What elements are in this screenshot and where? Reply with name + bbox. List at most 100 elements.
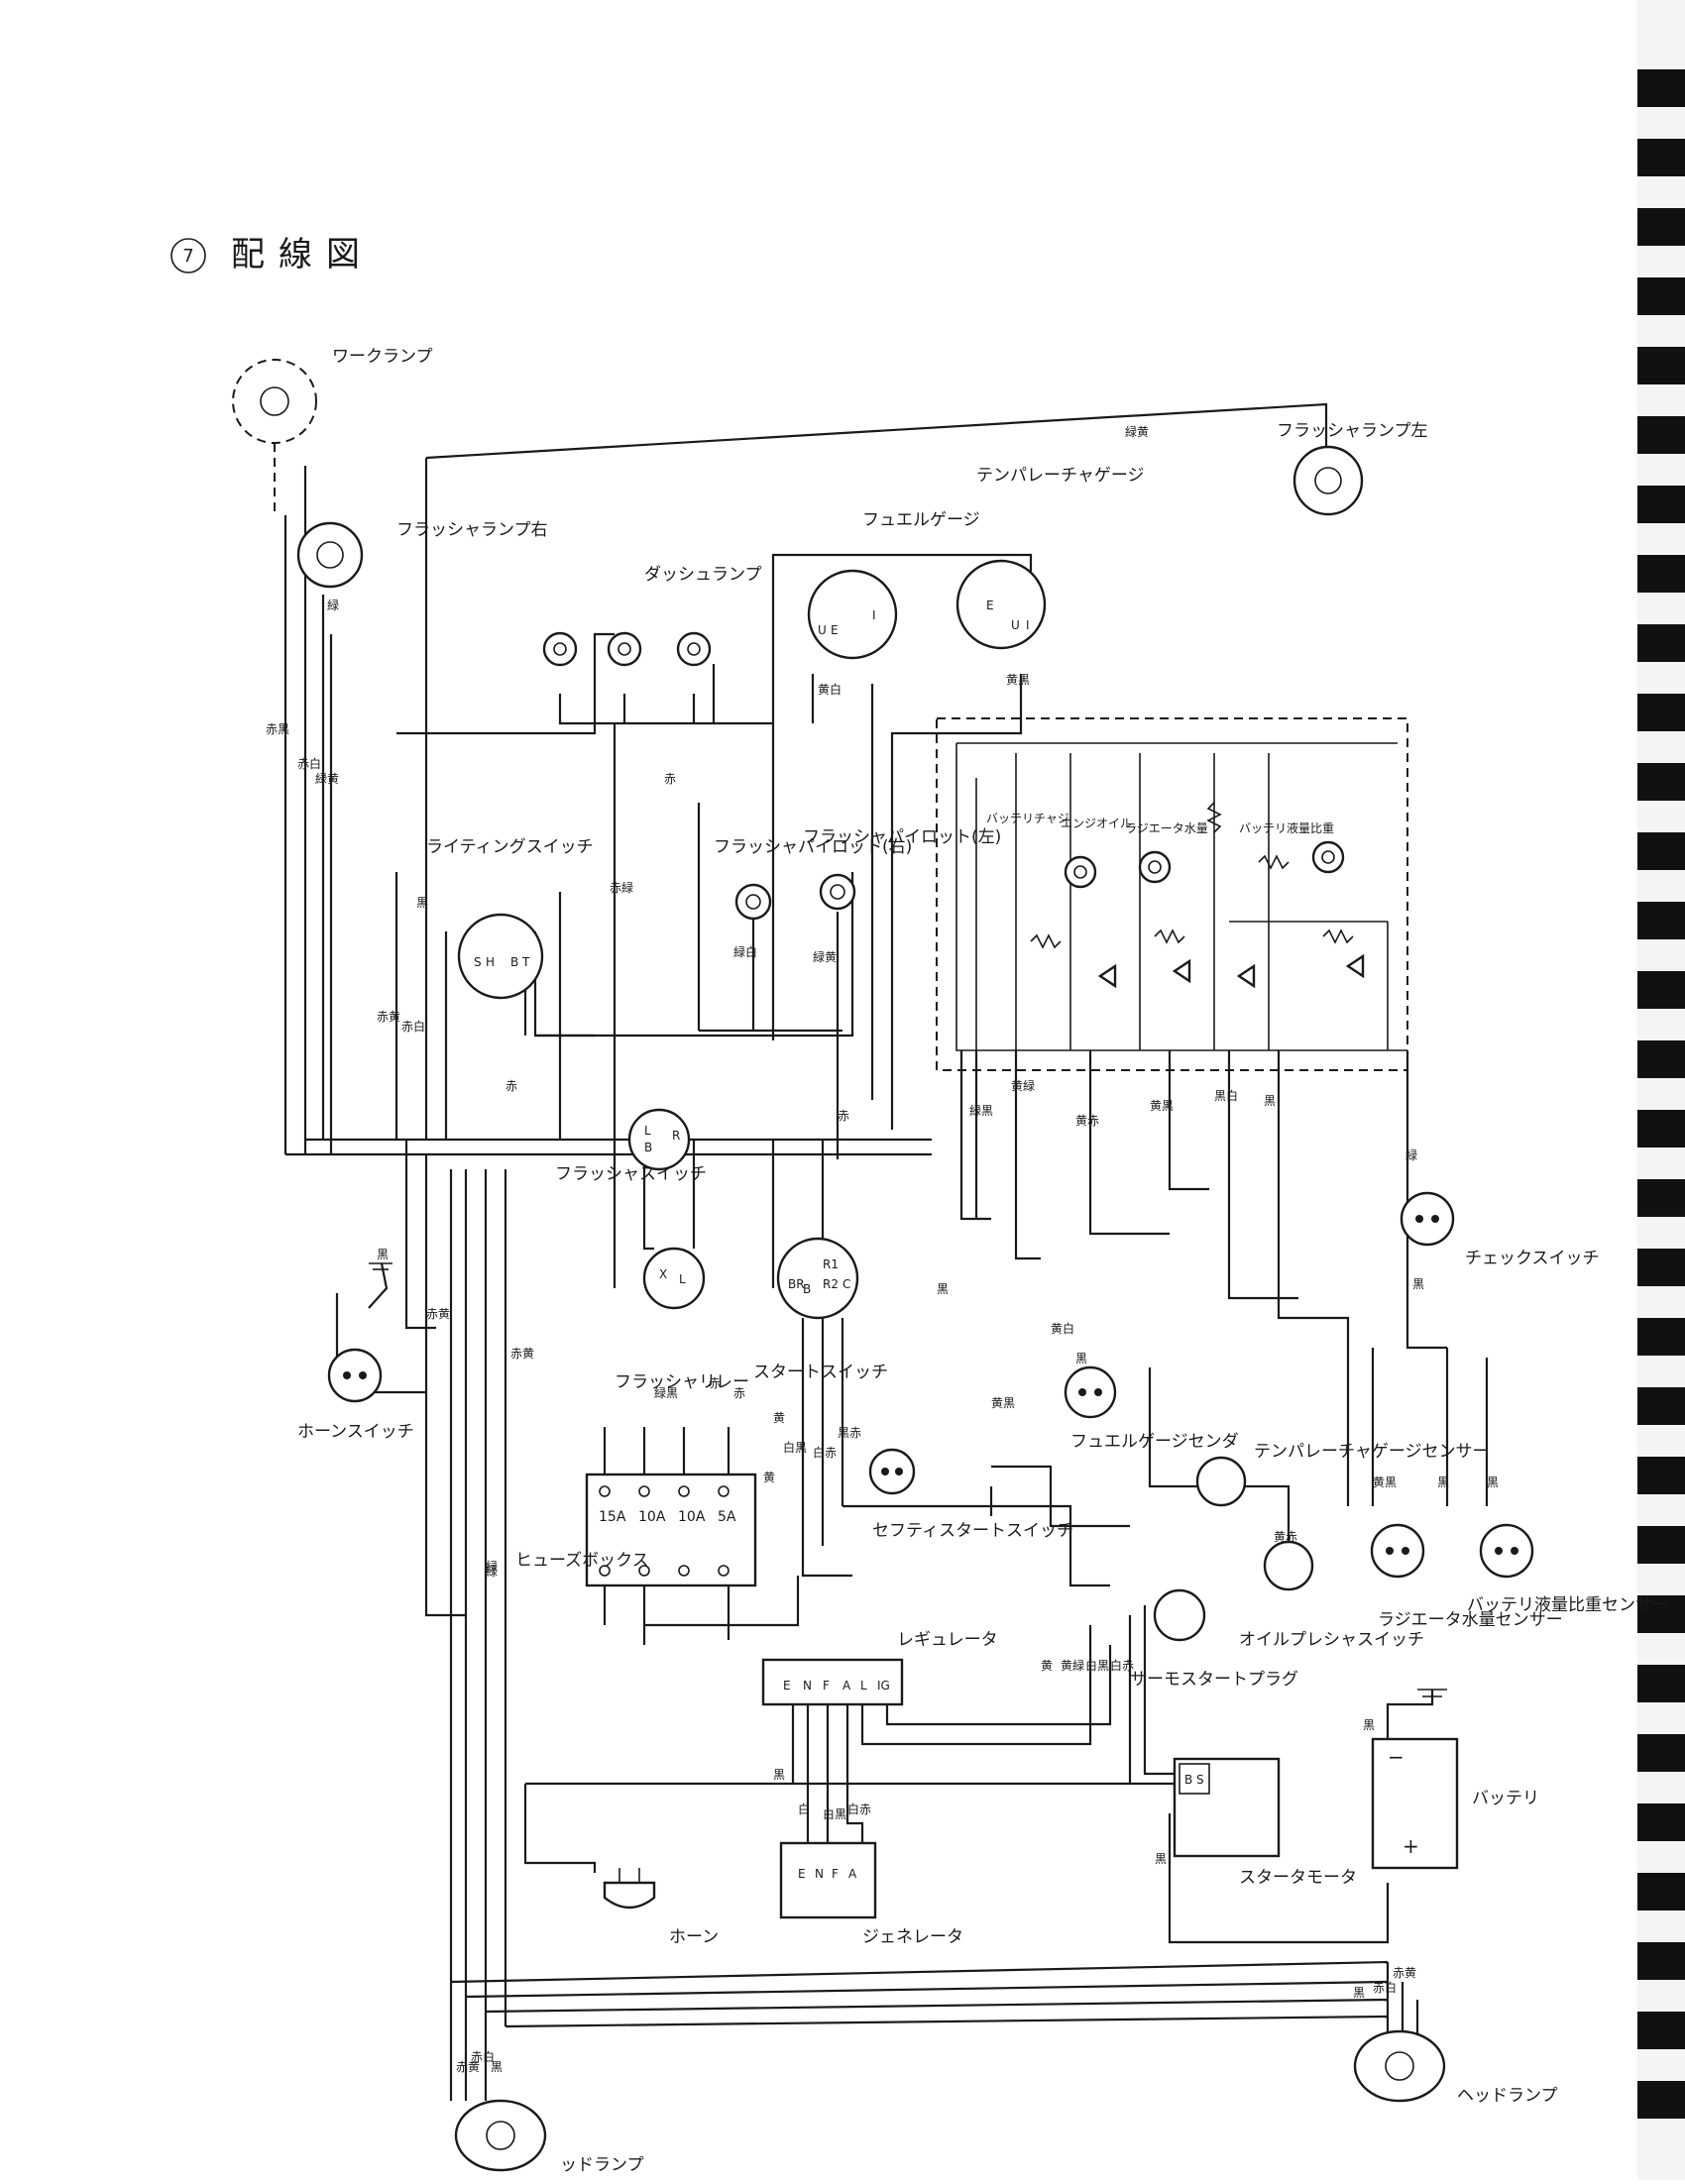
flasher-switch-pin-r: R xyxy=(672,1129,680,1143)
wire-label: 黄黒 xyxy=(1006,673,1030,687)
wire-label: 緑 xyxy=(327,598,339,612)
wire-label: 緑白 xyxy=(733,944,757,959)
fuse-terminal xyxy=(678,1565,690,1577)
wire-label: 白赤 xyxy=(847,1802,871,1816)
fuel-gauge: U E I フュエルゲージ xyxy=(807,510,980,660)
wire-label: 赤 xyxy=(838,1109,849,1123)
generator-pin-a: A xyxy=(848,1867,857,1881)
temperature-gauge-sensor: テンパレーチャゲージセンサー xyxy=(1195,1442,1490,1507)
binder-hole xyxy=(1637,694,1685,731)
wire-label: 緑 xyxy=(1405,1147,1417,1162)
temp-gauge-pin-i: I xyxy=(1026,618,1030,632)
temperature-gauge: E U I テンパレーチャゲージ xyxy=(955,466,1145,650)
wire-label: 赤黄 xyxy=(426,1307,450,1321)
safety-start-switch-label: セフティスタートスイッチ xyxy=(872,1521,1073,1541)
wire-label: 白赤 xyxy=(813,1445,837,1460)
wire-label: 緑 xyxy=(486,1559,498,1574)
wire-label: 赤白 xyxy=(297,756,321,771)
wire-label: 黒 xyxy=(491,2060,503,2074)
wire-label: 白赤 xyxy=(1110,1658,1134,1673)
wire-label: 赤緑 xyxy=(610,880,633,895)
wire-label: 赤 xyxy=(709,1376,721,1390)
fuel-gauge-pin-u: U xyxy=(818,623,827,637)
battery-electrolyte-sensor-label: バッテリ液量比重センサー xyxy=(1467,1595,1669,1615)
fuse-box-label: ヒューズボックス xyxy=(515,1551,649,1571)
binder-hole xyxy=(1637,1457,1685,1494)
binder-hole xyxy=(1637,208,1685,246)
horn-switch: ホーンスイッチ xyxy=(297,1262,414,1442)
lighting-switch: S H B T ライティングスイッチ xyxy=(426,837,594,1000)
fuel-gauge-pin-e: E xyxy=(831,623,839,637)
binder-hole xyxy=(1637,1040,1685,1078)
horn-switch-label: ホーンスイッチ xyxy=(297,1422,414,1442)
wire-label: 黒 xyxy=(1075,1352,1087,1365)
wire-label: 緑黒 xyxy=(969,1103,993,1118)
warning-lamps: バッテリチャジ エンジオイル ラジエータ水量 バッテリ液量比重 xyxy=(986,802,1365,989)
binder-hole xyxy=(1637,1249,1685,1286)
generator-pin-e: E xyxy=(798,1867,806,1881)
flasher-lamp-left-label: フラッシャランプ左 xyxy=(1277,421,1428,441)
wire-label: 緑黄 xyxy=(813,949,837,964)
binder-hole xyxy=(1637,1526,1685,1564)
fuse-rating: 5A xyxy=(718,1509,736,1525)
binder-hole xyxy=(1637,902,1685,939)
section-marker-circle xyxy=(170,238,206,273)
wire-label: 黄 xyxy=(773,1411,785,1425)
lighting-switch-label: ライティングスイッチ xyxy=(426,837,594,857)
flasher-lamp-right-label: フラッシャランプ右 xyxy=(396,520,548,540)
wire-label: 黒 xyxy=(1155,1852,1167,1866)
lighting-switch-pin-s: S xyxy=(474,955,482,969)
regulator-pin-e: E xyxy=(783,1679,791,1693)
flasher-pilot-left-label: フラッシャパイロット(左) xyxy=(803,827,1001,847)
fuel-gauge-pin-i: I xyxy=(872,608,876,622)
flasher-relay-pin-x: X xyxy=(659,1267,667,1281)
start-switch-pin-br: BR xyxy=(788,1277,805,1291)
regulator-pin-ig: IG xyxy=(877,1679,890,1693)
wire-label: 黒白 xyxy=(1214,1088,1238,1103)
head-lamp-right: ヘッドランプ xyxy=(1353,2029,1558,2106)
temp-gauge-pin-e: E xyxy=(986,599,994,612)
wire-label: 黄白 xyxy=(818,682,842,697)
horn-label: ホーン xyxy=(669,1927,719,1947)
wire-label: 黒 xyxy=(377,1248,389,1261)
wire-label: 緑黒 xyxy=(654,1385,678,1400)
section-marker: 7 xyxy=(182,246,193,267)
wire-label: 緑 xyxy=(486,1564,498,1579)
battery-label: バッテリ xyxy=(1472,1789,1539,1808)
flasher-switch: L B R フラッシャスイッチ xyxy=(555,1108,707,1184)
warning-panel-box xyxy=(936,717,1408,1071)
start-switch-pin-r2: R2 xyxy=(823,1277,839,1291)
binder-hole xyxy=(1637,2012,1685,2049)
thermo-start-plug-label: サーモスタートプラグ xyxy=(1130,1670,1298,1690)
wire-label: 黄白 xyxy=(1051,1321,1074,1336)
wire-label: 緑黄 xyxy=(1125,424,1149,439)
wire-label: 黒赤 xyxy=(838,1426,861,1440)
fuse-rating: 10A xyxy=(638,1509,666,1525)
binder-hole xyxy=(1637,69,1685,107)
flasher-pilot-right: フラッシャパイロット(右) xyxy=(714,837,912,921)
temp-gauge-sensor-label: テンパレーチャゲージセンサー xyxy=(1254,1442,1490,1462)
engine-oil-label: エンジオイル xyxy=(1061,817,1132,830)
fuse-rating: 10A xyxy=(678,1509,706,1525)
safety-start-switch: セフティスタートスイッチ xyxy=(868,1448,1073,1541)
thermo-start-plug: サーモスタートプラグ xyxy=(1130,1588,1298,1690)
battery-electrolyte-label: バッテリ液量比重 xyxy=(1239,820,1334,835)
fuse-terminal xyxy=(718,1565,730,1577)
dash-lamp-label: ダッシュランプ xyxy=(644,565,762,585)
binder-hole xyxy=(1637,1110,1685,1147)
binder-hole xyxy=(1637,1179,1685,1217)
check-switch-label: チェックスイッチ xyxy=(1465,1249,1600,1268)
radiator-water-label: ラジエータ水量 xyxy=(1125,821,1208,835)
fuse-rating: 15A xyxy=(599,1509,626,1525)
wire-label: 黒 xyxy=(1353,1986,1365,2000)
wire-label: 黄黒 xyxy=(1150,1099,1174,1113)
start-switch-pin-c: C xyxy=(842,1277,850,1291)
regulator: E N F A L IG レギュレータ xyxy=(761,1630,998,1706)
generator-pin-f: F xyxy=(832,1867,839,1881)
generator-label: ジェネレータ xyxy=(862,1927,963,1947)
binder-hole xyxy=(1637,416,1685,454)
binder-edge xyxy=(1637,0,1685,2180)
regulator-pin-f: F xyxy=(823,1679,830,1693)
horn: ホーン xyxy=(603,1868,719,1947)
wire-label: 黄 xyxy=(1041,1659,1053,1673)
